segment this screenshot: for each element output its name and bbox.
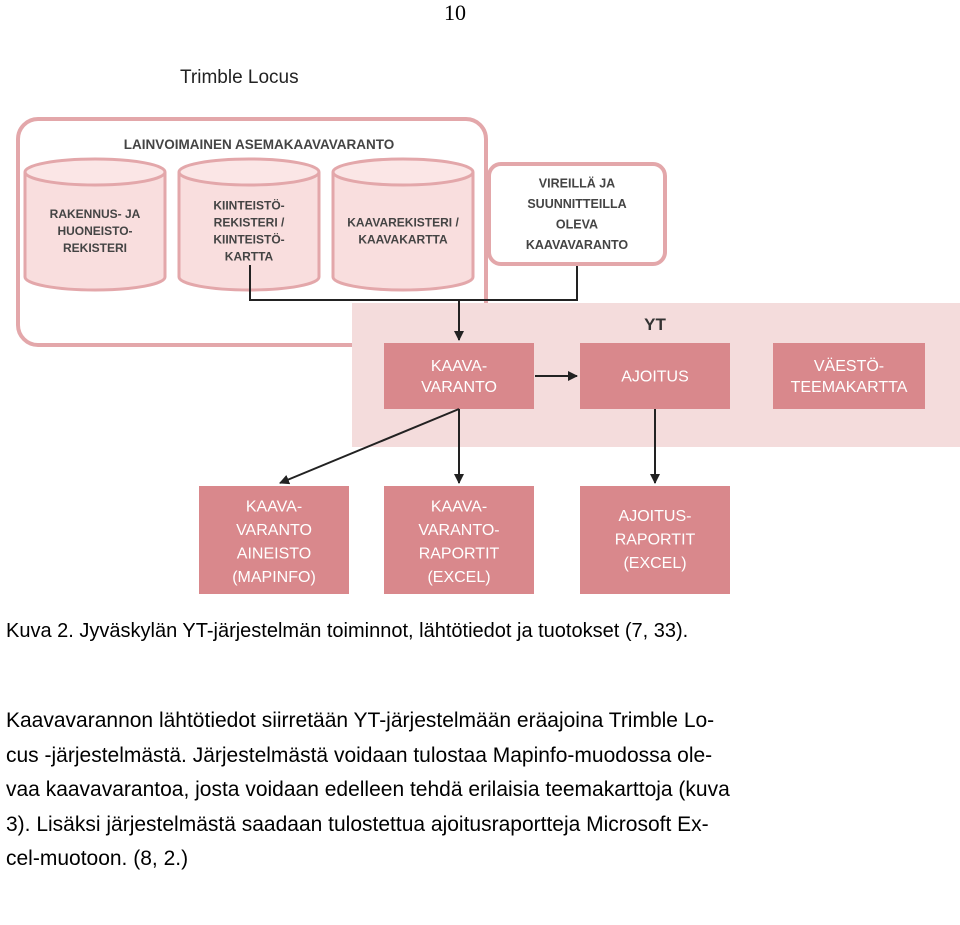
diagram-text-line: RAKENNUS- JA (50, 207, 141, 221)
diagram-text-line: VARANTO (236, 522, 312, 539)
yt-box-ajoitus-label: AJOITUS (621, 369, 689, 386)
diagram-text-line: AJOITUS (621, 369, 689, 386)
yt-box-vaesto-label: VÄESTÖ- TEEMAKARTTA (791, 357, 908, 396)
page-number: 10 (444, 0, 466, 25)
lainvoimainen-label: LAINVOIMAINEN ASEMAKAAVAVARANTO (124, 137, 395, 152)
paragraph-line: Kaavavarannon lähtötiedot siirretään YT-… (6, 709, 715, 732)
diagram-text-line: VARANTO- (418, 522, 499, 539)
diagram-text-line: KIINTEISTÖ- (213, 232, 284, 247)
paragraph-line: 3). Lisäksi järjestelmästä saadaan tulos… (6, 812, 709, 836)
cylinder-rakennus: RAKENNUS- JA HUONEISTO- REKISTERI (23, 157, 167, 292)
vireilla-label: VIREILLÄ JA SUUNNITTEILLA OLEVA KAAVAVARANT… (526, 176, 629, 253)
diagram-text-line: VARANTO (421, 379, 497, 396)
paragraph-line: cel-muotoon. (8, 2.) (6, 847, 189, 871)
paragraph-line: vaa kaavavarantoa, josta voidaan edellee… (6, 778, 730, 802)
yt-box-kaavavaranto (384, 343, 534, 409)
diagram-text-line: KAAVAKARTTA (358, 233, 448, 247)
diagram-text-line: SUUNNITTEILLA (527, 197, 626, 211)
diagram-text-line: AJOITUS- (619, 508, 692, 525)
cylinder-body (23, 172, 167, 292)
diagram-text-line: HUONEISTO- (57, 224, 132, 238)
cylinder-top (23, 157, 167, 187)
diagram-text-line: RAPORTIT (419, 545, 500, 562)
output-box-mapinfo-label: KAAVA- VARANTO AINEISTO (MAPINFO) (232, 498, 316, 585)
diagram-text-line: TEEMAKARTTA (791, 379, 908, 396)
body-paragraph: Kaavavarannon lähtötiedot siirretään YT-… (6, 704, 936, 877)
output-box-kaavavaranto-raportit-label: KAAVA- VARANTO- RAPORTIT (EXCEL) (418, 498, 499, 585)
diagram-text-line: (EXCEL) (623, 555, 686, 572)
output-box-ajoitus-raportit (580, 486, 730, 594)
diagram-text-line: (EXCEL) (427, 569, 490, 586)
yt-system-diagram: Trimble Locus LAINVOIMAINEN ASEMAKAAVAVA… (16, 67, 960, 594)
yt-box-vaesto (773, 343, 925, 409)
diagram-text-line: KAAVA- (431, 358, 487, 375)
yt-box-kaavavaranto-label: KAAVA- VARANTO (421, 358, 497, 396)
diagram-text-line: OLEVA (556, 218, 598, 232)
output-box-ajoitus-raportit-label: AJOITUS- RAPORTIT (EXCEL) (615, 508, 696, 572)
diagram-text-line: KARTTA (225, 250, 274, 264)
cylinder-top (331, 157, 475, 187)
paragraph-line: cus -järjestelmästä. Järjestelmästä void… (6, 743, 713, 767)
diagram-text-line: KAAVA- (431, 498, 487, 515)
arrow-to-mapinfo (279, 408, 460, 485)
diagram-text-line: AINEISTO (237, 545, 311, 562)
diagram-text-line: (MAPINFO) (232, 569, 316, 586)
diagram-text-line: KAAVAVARANTO (526, 238, 629, 252)
cylinder-kaavarekisteri: KAAVAREKISTERI / KAAVAKARTTA (331, 157, 475, 292)
yt-box-ajoitus (580, 343, 730, 409)
connector-trimble-to-kaavavaranto (249, 265, 464, 341)
trimble-locus-title: Trimble Locus (180, 67, 299, 88)
cylinder-body (331, 172, 475, 292)
yt-label: YT (644, 315, 666, 334)
diagram-text-line: REKISTERI (63, 241, 127, 255)
cylinder-top (177, 157, 321, 187)
output-box-mapinfo (199, 486, 349, 594)
diagram-text-line: REKISTERI / (214, 216, 285, 230)
diagram-text-line: VÄESTÖ- (814, 357, 884, 375)
diagram-text-line: RAPORTIT (615, 532, 696, 549)
diagram-text-line: KIINTEISTÖ- (213, 198, 284, 213)
connector-vireilla (459, 266, 578, 301)
vireilla-box (487, 162, 667, 266)
output-box-kaavavaranto-raportit (384, 486, 534, 594)
diagram-text-line: VIREILLÄ JA (539, 176, 615, 191)
cylinder-kiinteisto: KIINTEISTÖ- REKISTERI / KIINTEISTÖ- KARTTA (177, 157, 321, 292)
diagram-text-line: KAAVA- (246, 498, 302, 515)
diagram-text-line: KAAVAREKISTERI / (347, 216, 459, 230)
figure-caption: Kuva 2. Jyväskylän YT-järjestelmän toimi… (6, 620, 689, 642)
